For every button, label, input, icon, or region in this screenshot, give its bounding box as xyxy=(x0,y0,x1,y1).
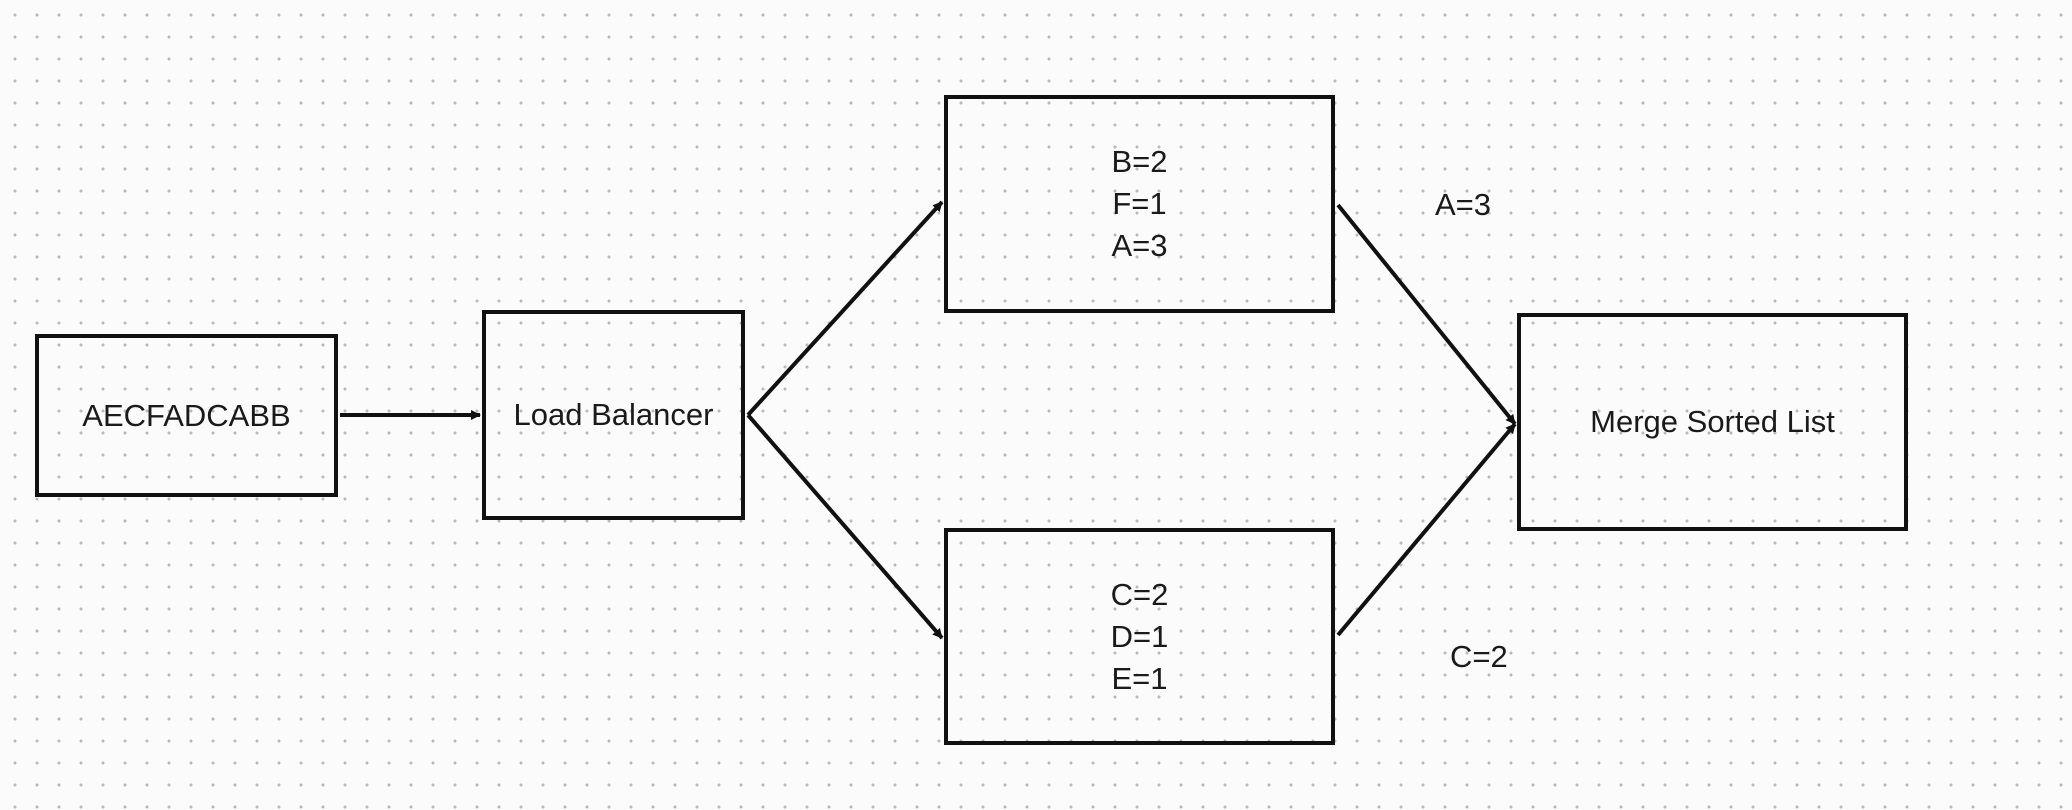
worker-top-line-1: B=2 xyxy=(1111,144,1168,179)
load-balancer-label: Load Balancer xyxy=(513,397,714,432)
arrow-worker-bottom-to-merge xyxy=(1336,422,1517,637)
edge-label-top: A=3 xyxy=(1435,187,1492,222)
worker-bottom-box: C=2 D=1 E=1 xyxy=(944,528,1335,745)
input-string-box: AECFADCABB xyxy=(35,334,338,497)
arrow-balancer-to-worker-top xyxy=(746,200,944,417)
arrow-balancer-to-worker-bottom xyxy=(746,413,944,640)
worker-bottom-line-1: C=2 xyxy=(1110,576,1169,612)
input-string-label: AECFADCABB xyxy=(82,397,291,433)
worker-bottom-line-2: D=1 xyxy=(1110,618,1169,654)
merge-sorted-list-box: Merge Sorted List xyxy=(1517,313,1908,531)
worker-bottom-line-3: E=1 xyxy=(1111,660,1168,696)
arrow-worker-top-to-merge xyxy=(1336,203,1517,426)
load-balancer-box: Load Balancer xyxy=(482,310,745,520)
worker-top-line-3: A=3 xyxy=(1111,228,1168,263)
worker-top-box: B=2 F=1 A=3 xyxy=(944,95,1335,313)
worker-top-line-2: F=1 xyxy=(1112,186,1167,221)
merge-sorted-list-label: Merge Sorted List xyxy=(1590,404,1835,439)
edge-label-bottom: C=2 xyxy=(1450,639,1508,674)
